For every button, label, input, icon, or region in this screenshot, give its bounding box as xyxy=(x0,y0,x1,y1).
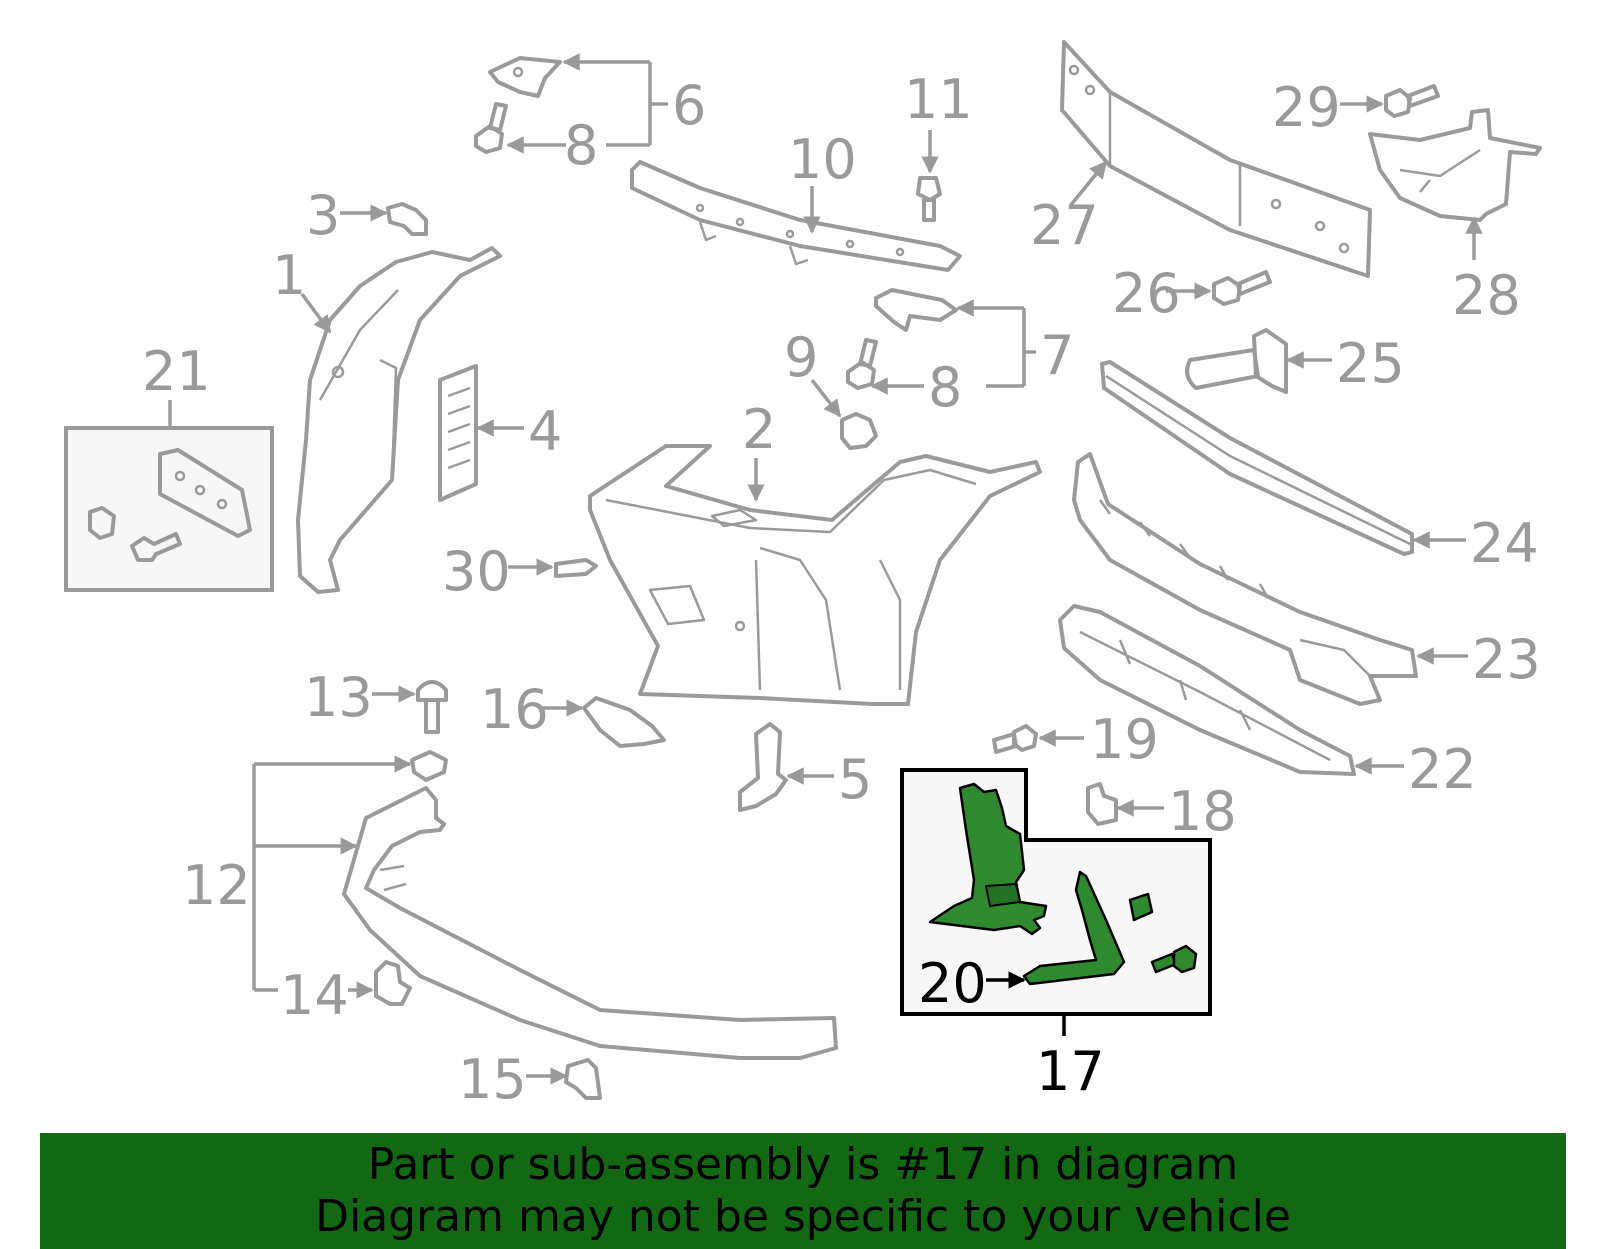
part-17-bolt-highlight[interactable] xyxy=(1150,944,1198,974)
part-26-bolt[interactable] xyxy=(1212,270,1272,306)
footer-line-2: Diagram may not be specific to your vehi… xyxy=(315,1191,1291,1242)
label-17: 17 xyxy=(1036,1040,1105,1103)
part-5-bracket[interactable] xyxy=(738,722,788,812)
part-23-retainer[interactable] xyxy=(1072,452,1418,706)
label-15: 15 xyxy=(458,1048,527,1111)
part-2-bumper-cover[interactable] xyxy=(588,444,1042,706)
part-12-lower-trim[interactable] xyxy=(342,786,838,1060)
label-8-lower: 8 xyxy=(928,356,962,419)
label-13: 13 xyxy=(304,666,373,729)
label-29: 29 xyxy=(1272,76,1341,139)
part-30-clip[interactable] xyxy=(554,558,598,578)
label-30: 30 xyxy=(442,540,511,603)
part-3-clip[interactable] xyxy=(386,202,428,236)
part-24-absorber[interactable] xyxy=(1100,360,1414,556)
label-9: 9 xyxy=(784,326,818,389)
label-20: 20 xyxy=(918,952,987,1015)
part-14-clip[interactable] xyxy=(374,960,412,1006)
part-17-clip-highlight[interactable] xyxy=(1128,892,1154,922)
part-6-bracket[interactable] xyxy=(488,56,562,98)
label-28: 28 xyxy=(1452,264,1521,327)
part-11-bolt[interactable] xyxy=(916,176,942,222)
label-27: 27 xyxy=(1030,194,1099,257)
part-22-lower-retainer[interactable] xyxy=(1058,604,1356,776)
part-18-clip[interactable] xyxy=(1086,782,1118,826)
part-28-bracket[interactable] xyxy=(1368,108,1542,222)
leader-27 xyxy=(1068,160,1108,208)
part-8-bolt-lower[interactable] xyxy=(846,338,878,390)
part-13-screw[interactable] xyxy=(416,680,448,734)
label-26: 26 xyxy=(1112,262,1181,325)
part-17-bracket-highlight[interactable] xyxy=(928,782,1048,936)
part-25-stud[interactable] xyxy=(1185,328,1288,394)
part-10-reinforcement[interactable] xyxy=(630,160,962,272)
label-14: 14 xyxy=(280,964,349,1027)
label-7: 7 xyxy=(1040,324,1074,387)
part-16-cover[interactable] xyxy=(582,696,666,748)
part-7-bracket[interactable] xyxy=(874,288,958,332)
part-15-bracket[interactable] xyxy=(564,1058,602,1100)
label-18: 18 xyxy=(1168,780,1237,843)
part-27-reinforcement-beam[interactable] xyxy=(1060,40,1372,278)
label-24: 24 xyxy=(1470,512,1539,575)
label-16: 16 xyxy=(480,678,549,741)
label-19: 19 xyxy=(1090,708,1159,771)
footer-line-1: Part or sub-assembly is #17 in diagram xyxy=(367,1139,1239,1190)
part-4-vent[interactable] xyxy=(438,364,478,502)
label-11: 11 xyxy=(904,68,973,131)
part-9-clip[interactable] xyxy=(840,412,878,450)
part-29-bolt[interactable] xyxy=(1384,84,1440,118)
label-6: 6 xyxy=(672,74,706,137)
footer-banner: Part or sub-assembly is #17 in diagram D… xyxy=(40,1133,1566,1249)
label-10: 10 xyxy=(788,128,857,191)
label-4: 4 xyxy=(528,400,562,463)
label-5: 5 xyxy=(838,748,872,811)
label-8-upper: 8 xyxy=(564,114,598,177)
part-8-bolt-upper[interactable] xyxy=(474,102,508,154)
label-25: 25 xyxy=(1336,332,1405,395)
label-12: 12 xyxy=(182,854,251,917)
label-22: 22 xyxy=(1408,738,1477,801)
label-3: 3 xyxy=(306,184,340,247)
part-19-screw[interactable] xyxy=(992,724,1038,754)
part-21-contents xyxy=(88,448,252,562)
leader-1 xyxy=(300,292,332,334)
label-1: 1 xyxy=(272,244,306,307)
part-12-nut[interactable] xyxy=(410,750,448,782)
label-23: 23 xyxy=(1472,628,1541,691)
label-2: 2 xyxy=(742,398,776,461)
label-21: 21 xyxy=(142,340,211,403)
leader-9 xyxy=(810,378,842,418)
